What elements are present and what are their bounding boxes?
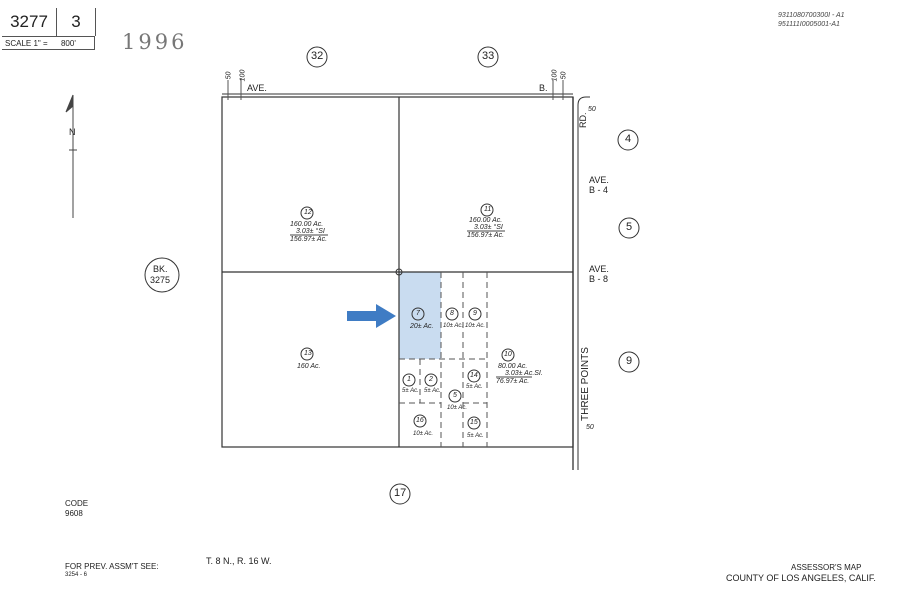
code-label: CODE [65,499,89,508]
parcel-11-si: 3.03± °SI [474,224,503,231]
parcel-5-number: 5 [453,392,457,399]
parcel-15-number: 15 [470,419,478,426]
parcel-10-number: 10 [504,351,512,358]
parcel-8-area: 10± Ac. [443,323,464,329]
parcel-15-area: 5± Ac. [467,433,484,439]
parcel-9-number: 9 [473,310,477,317]
assessor-map-label: ASSESSOR'S MAP [791,563,862,572]
north-label: N [69,127,76,137]
map-book-number: 3277 [2,8,57,36]
book-ref-line2: 3275 [150,275,171,285]
county-label: COUNTY OF LOS ANGELES, CALIF. [726,573,876,583]
prev-assessment-ref: 3254 - 6 [65,572,88,578]
code-value: 9608 [65,509,83,518]
section-4: 4 [625,133,632,145]
dim-50c: 50 [588,106,596,113]
dim-50b: 50 [560,71,568,80]
parcel-11-area: 160.00 Ac. [469,217,503,224]
parcel-10-net: 76.97± Ac. [496,378,530,385]
road-ave-b4-1: AVE. [589,175,609,185]
pointer-arrow-icon [347,304,396,328]
parcel-13-area: 160 Ac. [297,363,321,370]
parcel-7-highlight[interactable] [399,272,441,359]
parcel-10-si: 3.03± Ac.SI. [505,370,543,377]
map-header-box: 3277 3 SCALE 1" = 800' [2,8,96,50]
dim-50d: 50 [586,424,594,431]
doc-id-2: 951111I0005001-A1 [778,21,840,28]
sub-parcel-lines [399,272,488,447]
section-5: 5 [626,221,633,233]
parcel-16-number: 16 [416,417,424,424]
road-rd: RD. [578,112,588,129]
parcel-12-area: 160.00 Ac. [290,221,324,228]
north-arrow-icon [65,94,77,218]
township-range: T. 8 N., R. 16 W. [206,556,272,566]
road-ave: AVE. [247,83,267,93]
map-year: 1996 [122,30,188,54]
section-32: 32 [311,50,324,62]
parcel-1-area: 5± Ac. [402,388,419,394]
parcel-5-area: 10± Ac. [447,405,468,411]
parcel-lines [221,96,574,448]
dimension-ticks [227,78,564,100]
parcel-7-number[interactable]: 7 [416,310,420,317]
book-ref-line1: BK. [153,264,168,274]
section-17: 17 [394,487,407,499]
parcel-9-area: 10± Ac. [465,323,486,329]
scale-label: SCALE 1" = 800' [2,36,95,50]
parcel-2-area: 5± Ac. [424,388,441,394]
section-circle-9 [618,351,640,373]
road-three-points: THREE POINTS [580,347,591,421]
book-ref-circle [144,257,180,293]
dim-100b: 100 [551,69,559,82]
parcel-12-number: 12 [304,209,312,216]
doc-id-1: 9311080700300I - A1 [778,12,845,19]
section-9: 9 [626,355,633,367]
parcel-14-number: 14 [470,372,478,379]
parcel-11-number: 11 [484,206,492,213]
section-circle-32 [306,46,328,68]
parcel-14-area: 5± Ac. [466,384,483,390]
parcel-12-net: 156.97± Ac. [290,236,328,243]
dim-100a: 100 [239,69,247,82]
section-33: 33 [482,50,495,62]
road-ave-b8-1: AVE. [589,264,609,274]
parcel-8-number: 8 [450,310,454,317]
parcel-12-si: 3.03± °SI [296,228,325,235]
parcel-7-area: 20± Ac. [410,323,434,330]
parcel-10-area: 80.00 Ac. [498,363,528,370]
road-ave-b4-2: B - 4 [589,185,609,195]
dim-50a: 50 [225,71,233,80]
section-circle-4 [617,129,639,151]
section-circle-17 [389,483,411,505]
parcel-2-number: 2 [429,376,433,383]
section-circle-5 [618,217,640,239]
section-corner-marker [395,268,403,276]
section-circle-33 [477,46,499,68]
prev-assessment-label: FOR PREV. ASSM'T SEE: [65,562,159,571]
road-ave-b8-2: B - 8 [589,274,609,284]
parcel-1-number: 1 [407,376,411,383]
road-b: B. [539,83,548,93]
parcel-13-number: 13 [304,350,312,357]
map-page-number: 3 [57,8,96,36]
parcel-16-area: 10± Ac. [413,431,434,437]
parcel-11-net: 156.97± Ac. [467,232,505,239]
